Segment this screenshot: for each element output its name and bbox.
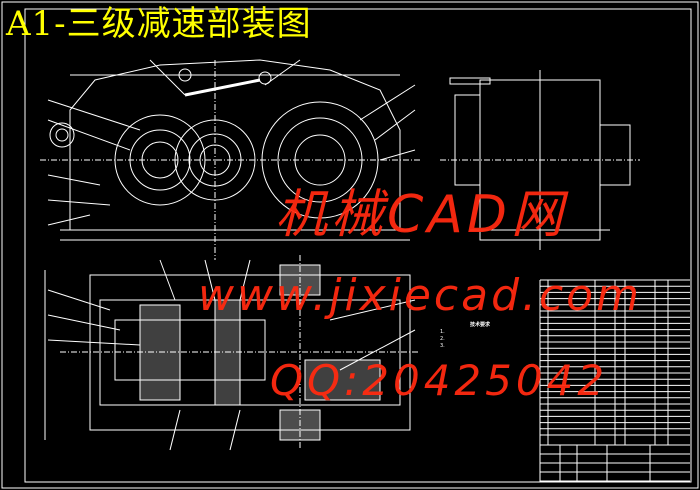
leader-line: [169, 409, 181, 451]
watermark-site-name: 机械CAD网: [275, 185, 567, 245]
requirement-line: 1.: [440, 329, 445, 335]
requirement-line: 2.: [440, 336, 445, 342]
leader-line: [204, 259, 216, 301]
leader-line: [47, 289, 111, 311]
requirement-line: 3.: [440, 343, 445, 349]
leader-line: [379, 149, 416, 161]
parts-list-table: [539, 279, 690, 482]
leader-line: [47, 119, 131, 151]
leader-line: [229, 409, 241, 451]
technical-requirements: 技术要求 1. 2. 3.: [440, 322, 520, 350]
side-view: [440, 70, 640, 250]
leader-line: [339, 329, 416, 371]
technical-requirements-heading: 技术要求: [469, 322, 490, 328]
leader-line: [159, 259, 176, 301]
leader-line: [47, 174, 101, 186]
leader-line: [47, 339, 141, 346]
leader-line: [359, 84, 416, 121]
leader-line: [47, 214, 91, 226]
leader-line: [149, 59, 186, 96]
leader-lines: [47, 59, 416, 451]
leader-line: [47, 199, 111, 206]
drawing-title: A1-三级减速部装图: [6, 4, 312, 44]
top-view: [44, 255, 420, 450]
leader-line: [47, 99, 141, 131]
watermark-qq: QQ:20425042: [270, 356, 609, 405]
leader-line: [374, 109, 416, 141]
front-view: [40, 59, 420, 260]
inner-border: [24, 8, 692, 483]
leader-line: [239, 259, 251, 301]
leader-line: [264, 59, 301, 86]
leader-line: [329, 299, 416, 321]
watermark-url: www.jixiecad.com: [198, 270, 642, 321]
leader-line: [47, 314, 121, 331]
